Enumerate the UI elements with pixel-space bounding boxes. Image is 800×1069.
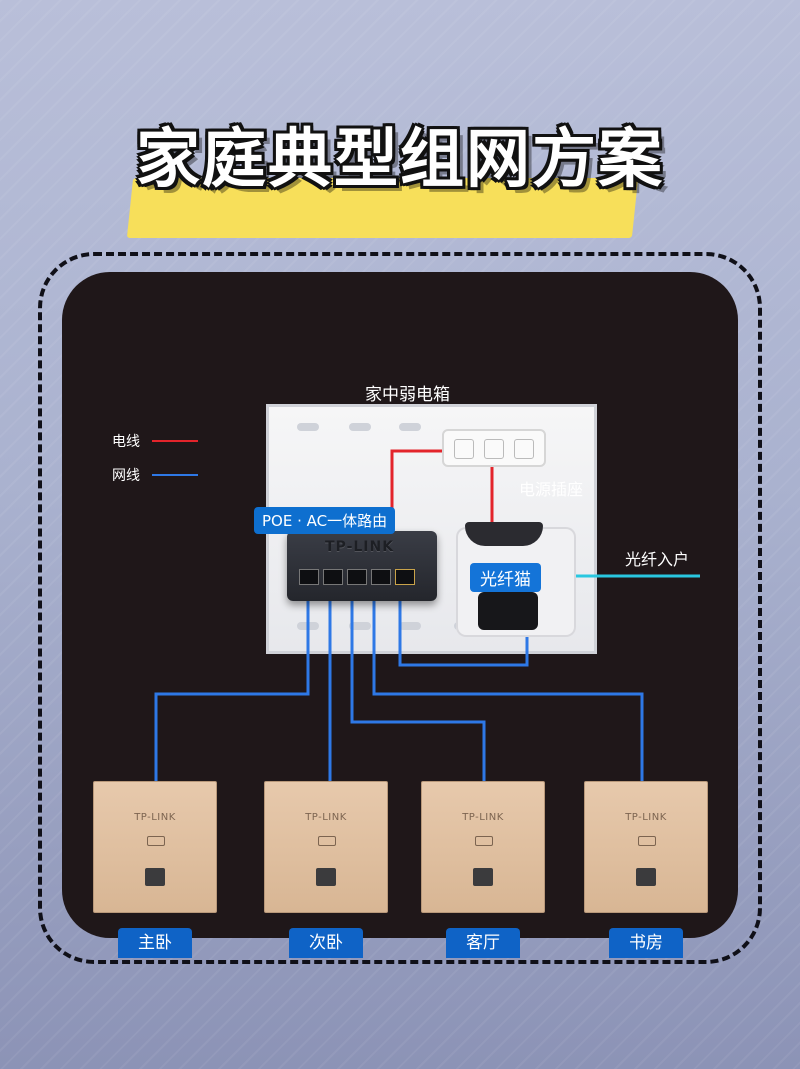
panel-brand: TP-LINK	[462, 812, 504, 823]
modem-front	[478, 592, 538, 630]
power-wire-router	[390, 449, 442, 530]
fiber-label: 光纤入户	[625, 550, 690, 569]
ethernet-jack-icon	[145, 868, 165, 886]
wall-ap-panel: TP-LINK	[584, 781, 708, 913]
wall-ap-panel: TP-LINK	[93, 781, 217, 913]
panel-brand: TP-LINK	[305, 812, 347, 823]
network-wire-master	[154, 601, 310, 781]
legend-network-line	[152, 474, 198, 476]
poe-router: TP-LINK	[287, 531, 437, 601]
power-strip-label: 电源插座	[519, 480, 584, 499]
legend-power-label: 电线	[112, 434, 140, 450]
legend-network-label: 网线	[112, 468, 140, 484]
router-brand: TP-LINK	[325, 539, 395, 555]
network-wire-modem	[398, 601, 529, 667]
power-strip	[442, 429, 546, 467]
page-title: 家庭典型组网方案	[136, 123, 664, 197]
ethernet-jack-icon	[316, 868, 336, 886]
cabinet-label: 家中弱电箱	[365, 385, 450, 405]
network-wire-living	[350, 601, 486, 781]
ethernet-jack-icon	[636, 868, 656, 886]
room-tag: 次卧	[289, 928, 363, 958]
modem-top	[465, 522, 543, 546]
room-tag: 主卧	[118, 928, 192, 958]
room-tag: 客厅	[446, 928, 520, 958]
legend-power-line	[152, 440, 198, 442]
ethernet-jack-icon	[473, 868, 493, 886]
room-tag: 书房	[609, 928, 683, 958]
panel-brand: TP-LINK	[134, 812, 176, 823]
network-wire-study	[372, 601, 644, 781]
wall-ap-panel: TP-LINK	[264, 781, 388, 913]
modem-tag: 光纤猫	[470, 563, 541, 592]
router-tag: POE · AC一体路由	[254, 507, 396, 534]
wall-ap-panel: TP-LINK	[421, 781, 545, 913]
dashed-frame	[38, 252, 762, 964]
panel-brand: TP-LINK	[625, 812, 667, 823]
